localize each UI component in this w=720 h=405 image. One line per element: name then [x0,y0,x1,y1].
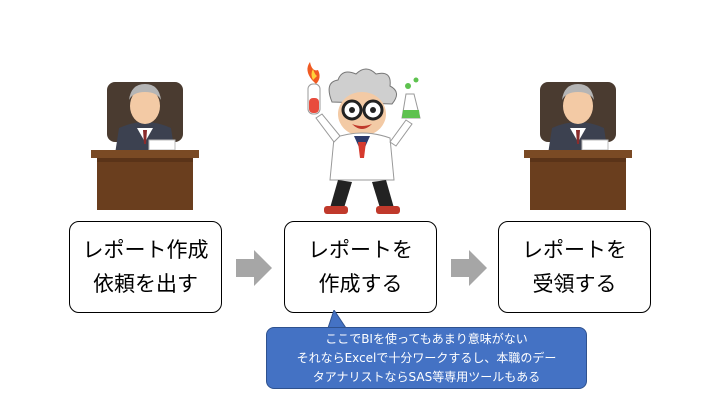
businessman-right-icon [524,82,632,210]
step-request-report-line1: レポート作成 [82,238,209,262]
mad-scientist-icon [307,62,421,214]
step-create-report-line1: レポートを [308,238,413,262]
step-receive-report-line2: 受領する [532,272,617,296]
step-request-report: レポート作成 依頼を出す [69,221,222,313]
businessman-left-icon [91,82,199,210]
arrow-right-icon [451,250,487,286]
step-request-report-line2: 依頼を出す [93,272,198,296]
callout-line3: タアナリストならSAS等専用ツールもある [312,369,541,384]
callout-line1: ここでBIを使ってもあまり意味がない [325,331,528,346]
step-create-report-line2: 作成する [318,272,403,296]
callout-line2: それならExcelで十分ワークするし、本職のデー [296,350,557,365]
step-receive-report: レポートを 受領する [498,221,651,313]
step-create-report: レポートを 作成する [284,221,437,313]
step-receive-report-line1: レポートを [522,238,627,262]
callout-note: ここでBIを使ってもあまり意味がない それならExcelで十分ワークするし、本職… [266,327,587,389]
arrow-right-icon [236,250,272,286]
